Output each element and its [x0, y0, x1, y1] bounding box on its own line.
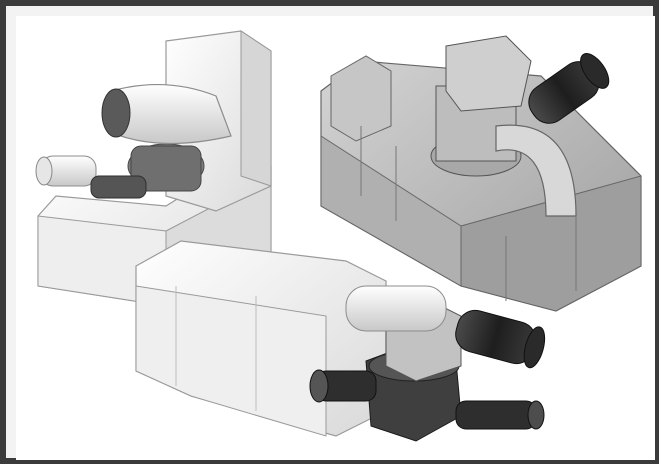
white-tank-with-black-macerator-pump-icon [135, 240, 546, 442]
illustration-panel [16, 16, 655, 460]
product-illustration [35, 30, 642, 442]
grey-holding-tank-with-pump-icon [320, 35, 642, 312]
